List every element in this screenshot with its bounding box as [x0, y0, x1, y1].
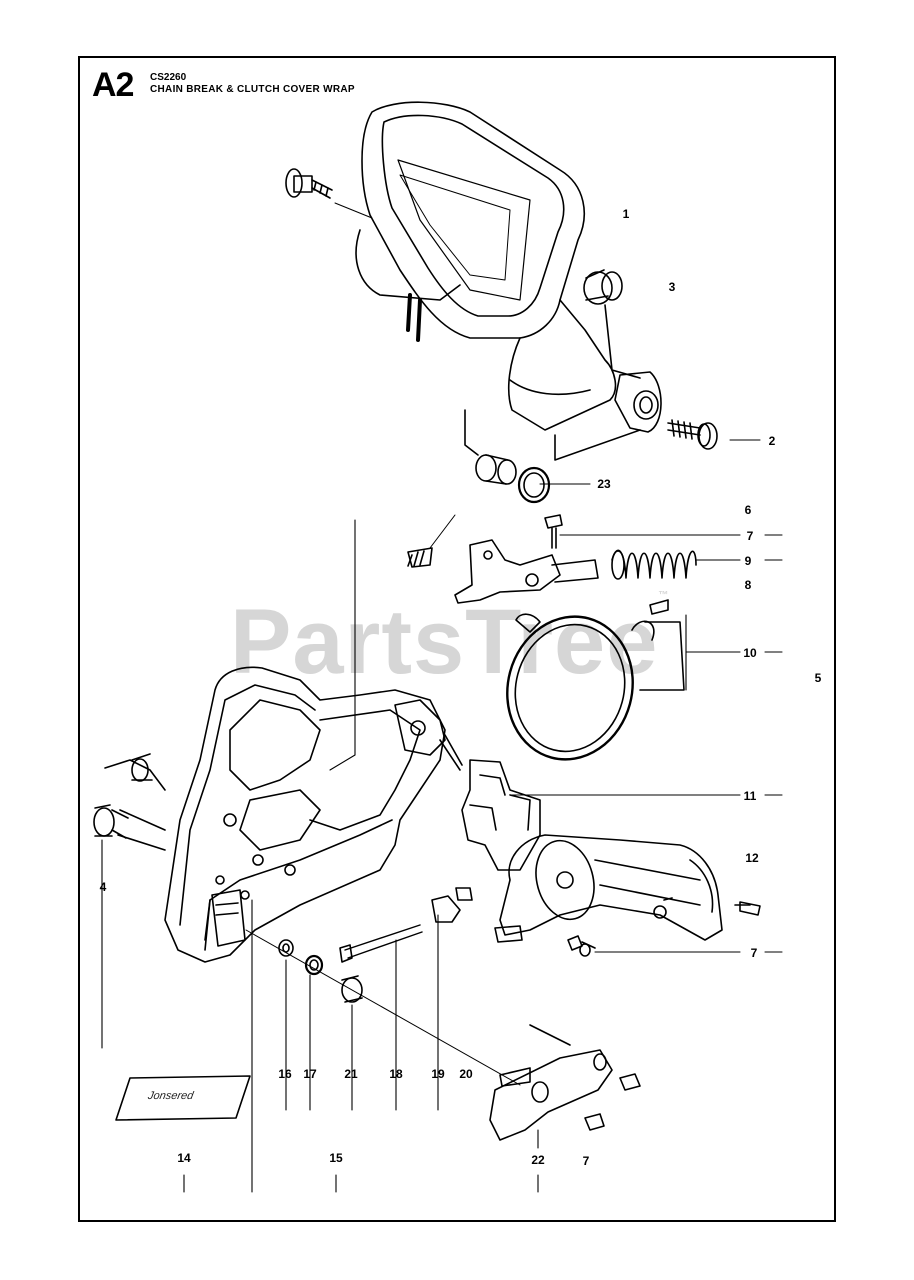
- model-code: CS2260: [150, 72, 187, 83]
- stud-part-4: [93, 753, 153, 839]
- callout-20: 20: [459, 1067, 473, 1081]
- page-title: CHAIN BREAK & CLUTCH COVER WRAP: [150, 84, 355, 95]
- crankcase-housing: [104, 666, 463, 963]
- callout-15: 15: [329, 1151, 343, 1165]
- callout-23: 23: [597, 477, 611, 491]
- callout-3: 3: [668, 280, 676, 294]
- callout-1: 1: [622, 207, 630, 221]
- brake-bracket-part-11: [461, 759, 541, 871]
- callout-16: 16: [278, 1067, 292, 1081]
- callout-22: 22: [531, 1153, 545, 1167]
- callout-21: 21: [344, 1067, 358, 1081]
- callout-6: 6: [744, 503, 752, 517]
- spring-part-9: [611, 549, 697, 580]
- nut-part-3: [583, 269, 641, 379]
- cover-bracket: [614, 371, 662, 433]
- callout-7-bottom: 7: [582, 1154, 590, 1168]
- screw-part-7-lower: [567, 935, 596, 957]
- clutch-cover-part-12: [494, 834, 761, 943]
- callout-11: 11: [743, 789, 757, 803]
- screw-part-2: [667, 419, 718, 450]
- chain-guide-part-22: [489, 1024, 641, 1141]
- leader-lines: [101, 439, 783, 1193]
- callout-19: 19: [431, 1067, 445, 1081]
- callout-8: 8: [744, 578, 752, 592]
- adjuster-parts: [245, 887, 521, 1086]
- callout-7-top: 7: [746, 529, 754, 543]
- callout-10: 10: [743, 646, 757, 660]
- brake-band-part-10: [506, 599, 685, 761]
- callout-2: 2: [768, 434, 776, 448]
- callout-5: 5: [814, 671, 822, 685]
- callout-7-right: 7: [750, 946, 758, 960]
- callout-12: 12: [745, 851, 759, 865]
- diagram-frame: [78, 56, 836, 1222]
- cover-screw-part: [285, 168, 373, 219]
- watermark: PartsTree™: [230, 590, 670, 693]
- page-code: A2: [92, 66, 134, 104]
- hand-guard-part: [355, 101, 641, 461]
- decal-text: Jonsered: [146, 1090, 195, 1102]
- callout-4: 4: [99, 880, 107, 894]
- callout-17: 17: [303, 1067, 317, 1081]
- sleeve-washer-part-23: [464, 409, 551, 504]
- callout-18: 18: [389, 1067, 403, 1081]
- callout-14: 14: [177, 1151, 191, 1165]
- callout-9: 9: [744, 554, 752, 568]
- brake-lever-assembly: [407, 514, 599, 604]
- decal-part-14: [115, 1075, 251, 1121]
